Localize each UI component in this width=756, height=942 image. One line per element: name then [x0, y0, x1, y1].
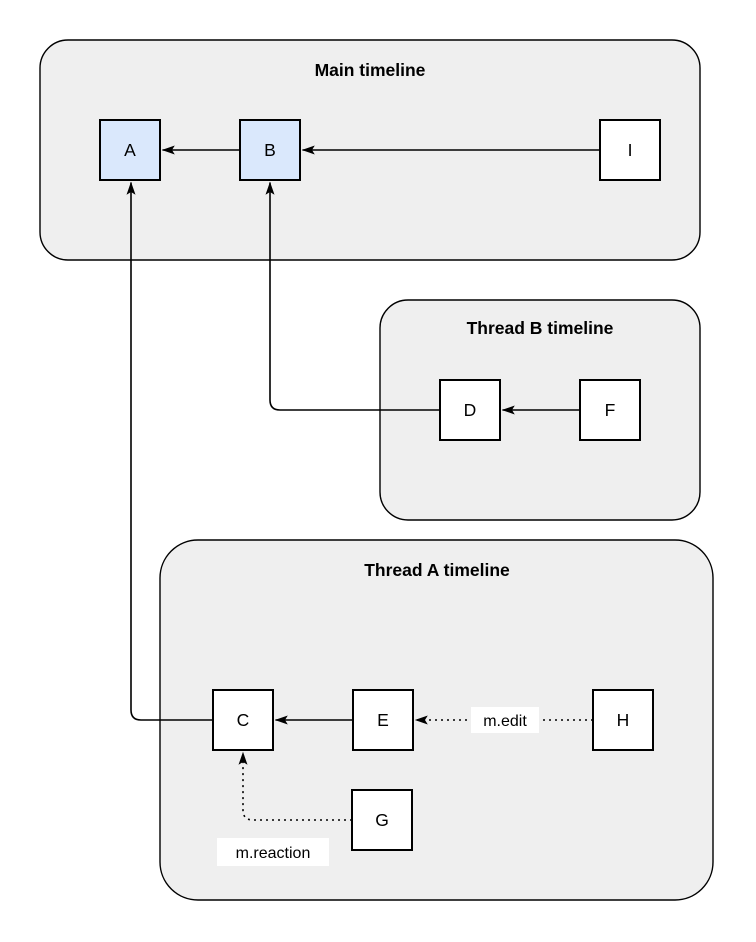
node-a-box — [99, 119, 161, 181]
node-h-box — [592, 689, 654, 751]
node-d: D — [439, 379, 501, 441]
node-f-box — [579, 379, 641, 441]
node-i-box — [599, 119, 661, 181]
node-g-label: G — [375, 810, 389, 830]
node-h: H — [592, 689, 654, 751]
node-c-box — [212, 689, 274, 751]
edge-label-m-reaction: m.reaction — [217, 838, 329, 866]
node-e-label: E — [377, 710, 389, 730]
node-i-label: I — [628, 140, 633, 160]
edge-label-m-reaction-text: m.reaction — [236, 845, 311, 862]
node-g: G — [351, 789, 413, 851]
node-b: B — [239, 119, 301, 181]
edge-d-to-b — [265, 181, 440, 411]
edge-label-m-edit-bg — [471, 707, 539, 733]
container-thread-b-timeline-title: Thread B timeline — [467, 318, 614, 338]
node-b-label: B — [264, 140, 276, 160]
edge-label-m-edit-text: m.edit — [483, 713, 527, 730]
node-a: A — [99, 119, 161, 181]
node-h-label: H — [617, 710, 630, 730]
node-d-box — [439, 379, 501, 441]
edge-g-to-c — [238, 751, 352, 821]
node-b-box — [239, 119, 301, 181]
node-f-label: F — [605, 400, 616, 420]
container-main-timeline-title: Main timeline — [315, 60, 426, 80]
node-a-label: A — [124, 140, 136, 160]
edge-label-m-edit: m.edit — [471, 707, 539, 733]
edge-c-to-a — [126, 181, 213, 721]
node-f: F — [579, 379, 641, 441]
node-i: I — [599, 119, 661, 181]
node-e-box — [352, 689, 414, 751]
node-c: C — [212, 689, 274, 751]
node-d-label: D — [464, 400, 477, 420]
container-thread-a-timeline-title: Thread A timeline — [364, 560, 510, 580]
node-e: E — [352, 689, 414, 751]
edge-label-m-reaction-bg — [217, 838, 329, 866]
node-g-box — [351, 789, 413, 851]
node-c-label: C — [237, 710, 250, 730]
